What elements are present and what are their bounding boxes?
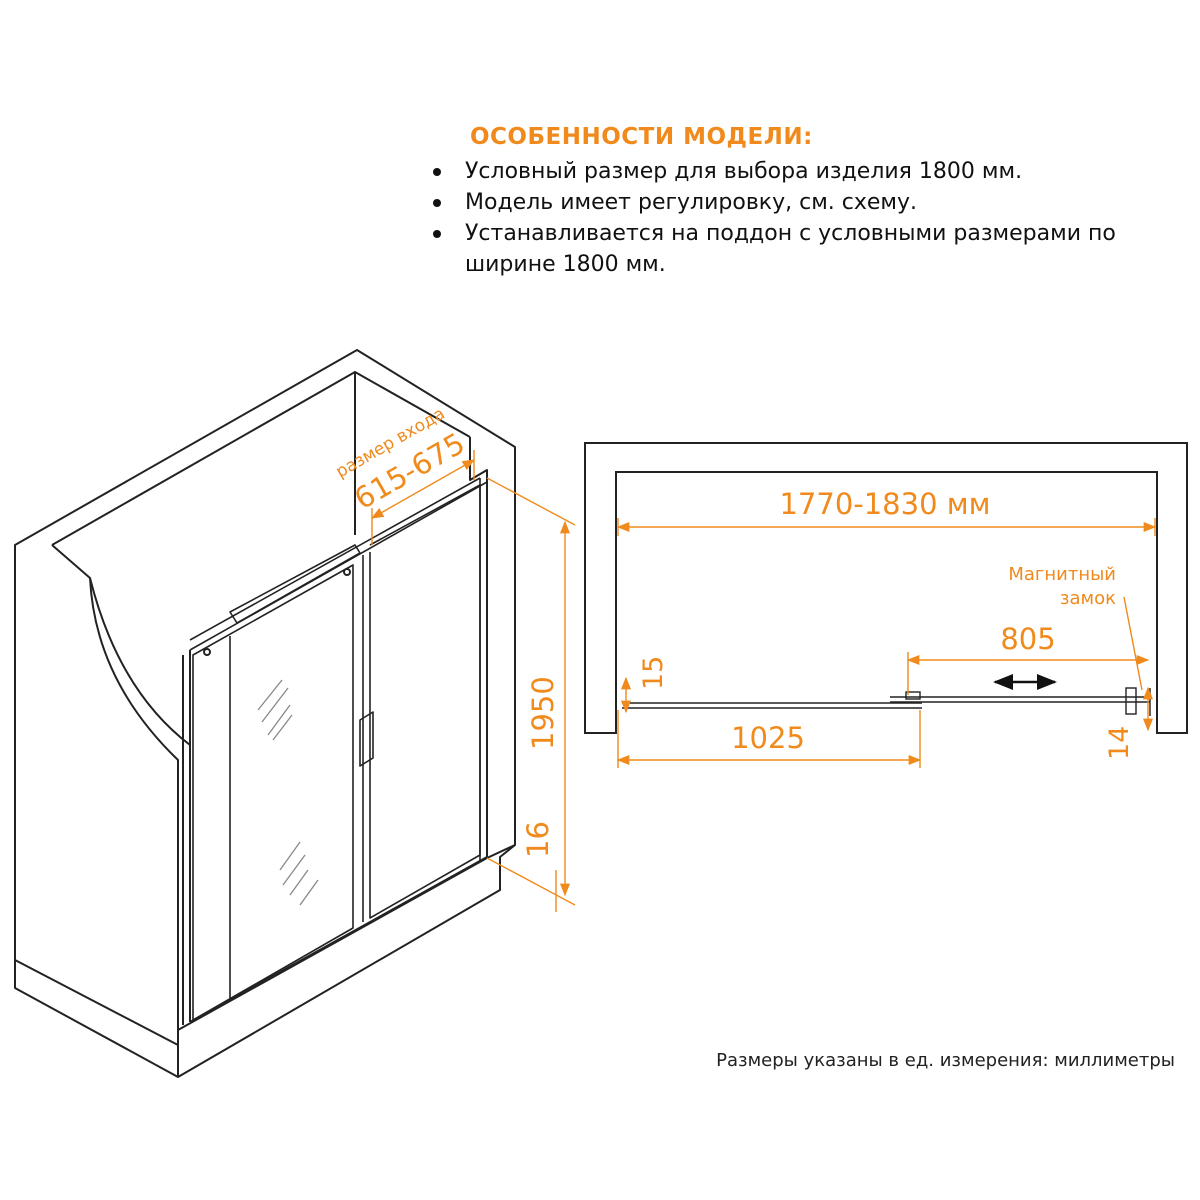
plan-stopper: [905, 691, 921, 700]
plan-walls: [584, 442, 1188, 734]
roller: [203, 648, 211, 656]
left-offset-label: 15: [638, 656, 669, 690]
iso-view: [14, 349, 516, 1078]
fixed-panel-label: 1025: [731, 721, 805, 755]
feature-item: Условный размер для выбора изделия 1800 …: [428, 156, 1188, 187]
iso-dim-labels: размер входа 615-675 1950 16: [333, 404, 561, 858]
wall-inner-rim: [51, 371, 471, 546]
right-offset-label: 14: [1104, 726, 1135, 760]
tray-base: [177, 856, 488, 1077]
lock-label-line2: замок: [1060, 588, 1116, 609]
curved-wall: [51, 544, 179, 1077]
plan-sliding-door: [890, 696, 1150, 703]
feature-item: Модель имеет регулировку, см. схему.: [428, 187, 1188, 218]
plan-lock: [1125, 687, 1137, 715]
glass-reflection: [257, 679, 319, 906]
plan-fixed-panel: [622, 702, 922, 709]
wall-base: [14, 959, 179, 1046]
lock-label-line1: Магнитный: [1008, 564, 1116, 585]
top-rail: [189, 477, 488, 651]
roller: [343, 568, 351, 576]
travel-label: 805: [1000, 622, 1055, 656]
width-range-label: 1770-1830 мм: [779, 487, 990, 521]
plan-dimensions: [616, 518, 1157, 768]
feature-item: Устанавливается на поддон с условными ра…: [428, 218, 1188, 280]
sliding-door: [192, 564, 354, 1021]
right-wall: [469, 437, 516, 859]
right-post: [479, 474, 488, 862]
iso-dimensions: [370, 450, 576, 912]
base-height-label: 16: [521, 821, 555, 858]
door-bracket: [229, 544, 361, 624]
fixed-panel: [362, 484, 481, 922]
wall-outline: [14, 349, 516, 1078]
features-block: ОСОБЕННОСТИ МОДЕЛИ: Условный размер для …: [428, 124, 1188, 280]
height-label: 1950: [526, 676, 560, 750]
plan-view: [584, 442, 1188, 734]
plan-dim-labels: 1770-1830 мм Магнитный замок 805 1025 15…: [638, 487, 1135, 760]
units-note: Размеры указаны в ед. измерения: миллиме…: [716, 1050, 1175, 1071]
curved-wall-edge: [89, 577, 191, 746]
left-profile: [182, 650, 191, 1025]
door-handle: [359, 711, 374, 767]
features-title: ОСОБЕННОСТИ МОДЕЛИ:: [470, 124, 813, 150]
features-list: Условный размер для выбора изделия 1800 …: [428, 156, 1188, 280]
